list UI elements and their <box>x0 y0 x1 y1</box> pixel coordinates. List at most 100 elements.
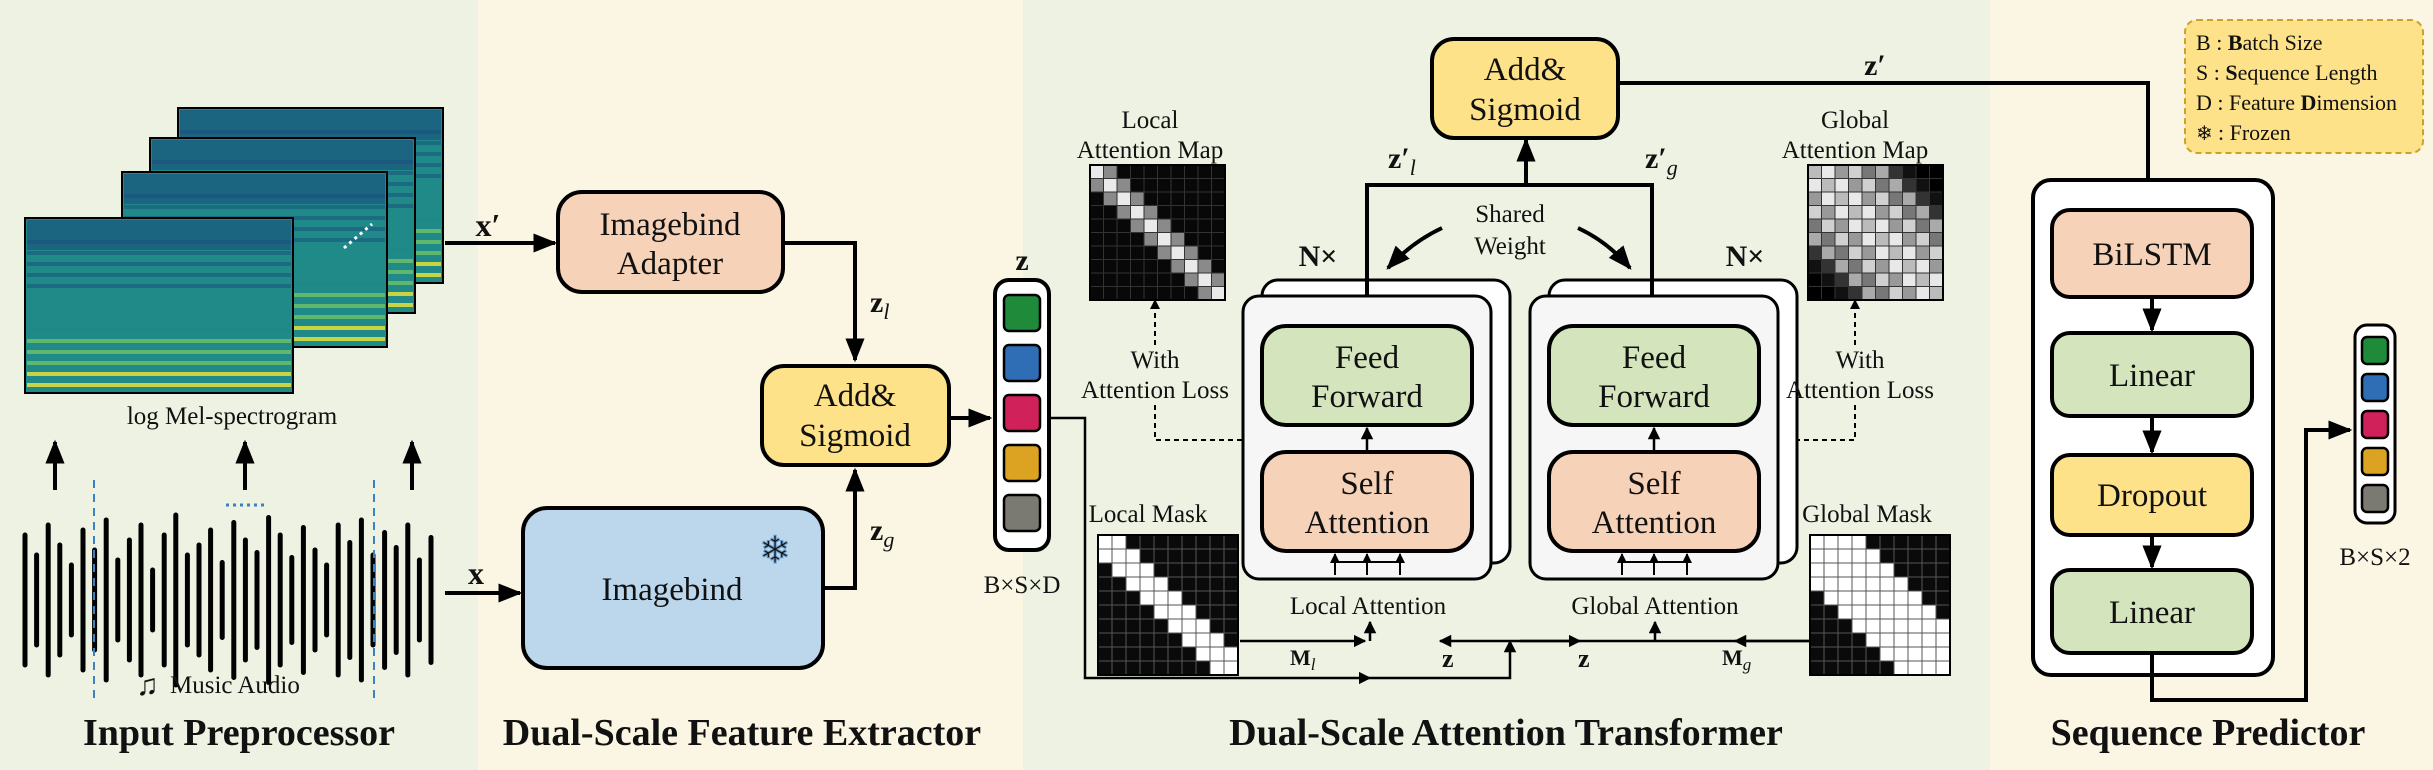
grid-cell <box>1902 245 1917 260</box>
grid-cell <box>1809 534 1825 550</box>
grid-cell <box>1807 218 1822 233</box>
grid-cell <box>1223 534 1239 550</box>
sa-left-line2: Attention <box>1305 505 1430 541</box>
grid-cell <box>1157 259 1172 274</box>
legend-frozen: : Frozen <box>2218 120 2291 145</box>
grid-cell <box>1157 178 1172 193</box>
shared-weight-arrow-right <box>1577 226 1632 270</box>
grid-cell <box>1130 164 1145 179</box>
token-cell <box>1002 293 1042 333</box>
grid-cell <box>1902 164 1917 179</box>
grid-cell <box>1197 178 1212 193</box>
grid-cell <box>1125 646 1141 662</box>
grid-cell <box>1875 205 1890 220</box>
grid-cell <box>1823 590 1839 606</box>
global-map-title-2: Attention Map <box>1782 137 1929 164</box>
grid-cell <box>1153 632 1169 648</box>
grid-cell <box>1170 259 1185 274</box>
grid-cell <box>1167 660 1183 676</box>
global-mask-label: Global Mask <box>1802 501 1932 528</box>
grid-cell <box>1929 259 1944 274</box>
grid-cell <box>1915 164 1930 179</box>
grid-cell <box>1875 178 1890 193</box>
grid-cell <box>1837 646 1853 662</box>
grid-cell <box>1130 178 1145 193</box>
loss-line-left <box>1154 405 1243 441</box>
grid-cell <box>1116 191 1131 206</box>
grid-cell <box>1103 218 1118 233</box>
ff-right-line1: Feed <box>1622 340 1687 376</box>
grid-cell <box>1837 660 1853 676</box>
grid-cell <box>1116 245 1131 260</box>
grid-cell <box>1143 218 1158 233</box>
grid-cell <box>1823 534 1839 550</box>
grid-cell <box>1139 632 1155 648</box>
grid-cell <box>1130 286 1145 301</box>
grid-cell <box>1181 646 1197 662</box>
grid-cell <box>1935 562 1951 578</box>
audio-waveform <box>22 512 434 688</box>
grid-cell <box>1879 632 1895 648</box>
grid-cell <box>1211 178 1226 193</box>
grid-cell <box>1837 590 1853 606</box>
grid-cell <box>1116 164 1131 179</box>
z-token-label: z <box>1015 244 1028 277</box>
grid-cell <box>1807 245 1822 260</box>
grid-cell <box>1823 548 1839 564</box>
grid-cell <box>1125 534 1141 550</box>
grid-cell <box>1861 232 1876 247</box>
token-cell <box>2360 372 2390 403</box>
grid-cell <box>1915 218 1930 233</box>
adapter-label-line2: Adapter <box>617 246 723 282</box>
grid-cell <box>1103 191 1118 206</box>
grid-cell <box>1821 164 1836 179</box>
arrow-zg <box>823 467 865 590</box>
grid-cell <box>1209 562 1225 578</box>
grid-cell <box>1902 272 1917 287</box>
loss-left-line2: Attention Loss <box>1081 377 1229 404</box>
grid-cell <box>1157 218 1172 233</box>
grid-cell <box>1851 660 1867 676</box>
dropout-label: Dropout <box>2097 478 2207 514</box>
grid-cell <box>1167 618 1183 634</box>
grid-cell <box>1125 548 1141 564</box>
grid-cell <box>1143 245 1158 260</box>
grid-cell <box>1807 286 1822 301</box>
audio-label: Music Audio <box>170 672 300 699</box>
grid-cell <box>1907 646 1923 662</box>
loss-right-line1: With <box>1836 347 1885 374</box>
z-mid-left-label: z <box>1442 644 1454 673</box>
grid-cell <box>1111 576 1127 592</box>
grid-cell <box>1915 191 1930 206</box>
grid-cell <box>1865 660 1881 676</box>
grid-cell <box>1848 205 1863 220</box>
nx-right: N× <box>1726 240 1765 273</box>
grid-cell <box>1821 259 1836 274</box>
grid-cell <box>1223 646 1239 662</box>
z-mid-right-label: z <box>1578 644 1590 673</box>
grid-cell <box>1809 590 1825 606</box>
legend-s: S : Sequence Length <box>2196 60 2378 85</box>
grid-cell <box>1861 191 1876 206</box>
grid-cell <box>1935 548 1951 564</box>
grid-cell <box>1223 632 1239 648</box>
grid-cell <box>1935 618 1951 634</box>
grid-cell <box>1103 286 1118 301</box>
grid-cell <box>1915 259 1930 274</box>
grid-cell <box>1111 646 1127 662</box>
grid-cell <box>1851 548 1867 564</box>
grid-cell <box>1893 590 1909 606</box>
grid-cell <box>1851 618 1867 634</box>
grid-cell <box>1139 590 1155 606</box>
grid-cell <box>1103 178 1118 193</box>
grid-cell <box>1181 562 1197 578</box>
global-attention-label: Global Attention <box>1571 593 1739 620</box>
grid-cell <box>1935 576 1951 592</box>
grid-cell <box>1143 232 1158 247</box>
grid-cell <box>1209 646 1225 662</box>
grid-cell <box>1879 660 1895 676</box>
grid-cell <box>1143 164 1158 179</box>
grid-cell <box>1097 562 1113 578</box>
local-attention-label: Local Attention <box>1290 593 1447 620</box>
grid-cell <box>1116 218 1131 233</box>
